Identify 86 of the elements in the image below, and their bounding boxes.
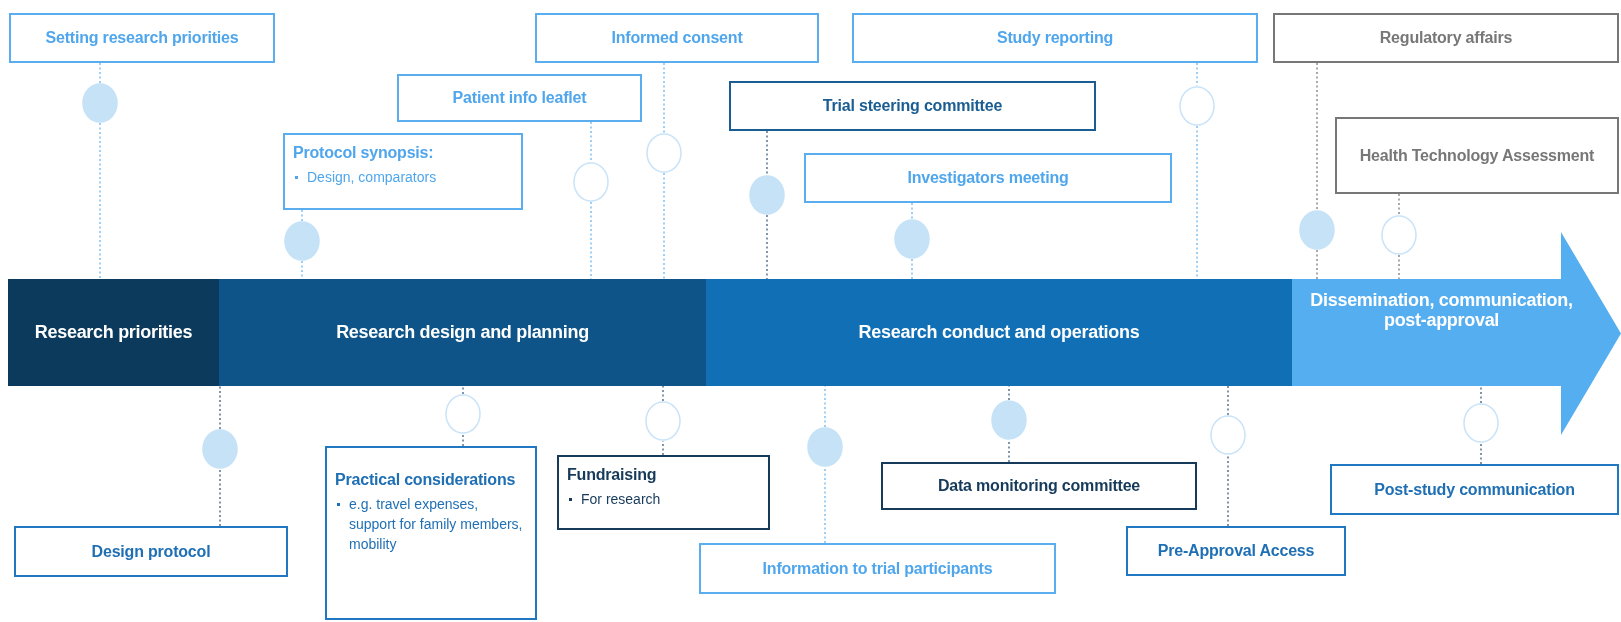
leader-line bbox=[766, 214, 768, 280]
phase-band bbox=[8, 279, 219, 386]
callout-label: Regulatory affairs bbox=[1379, 28, 1513, 49]
milestone-circle bbox=[573, 162, 609, 202]
leader-line bbox=[1398, 193, 1400, 216]
callout-box bbox=[1126, 526, 1346, 576]
leader-line bbox=[766, 130, 768, 176]
milestone-circle bbox=[1179, 86, 1215, 126]
bullet-item: Design, comparators bbox=[293, 166, 437, 188]
callout-label: Setting research priorities bbox=[45, 28, 239, 49]
callout-box bbox=[14, 526, 288, 577]
leader-line bbox=[219, 468, 221, 527]
milestone-circle bbox=[284, 221, 320, 261]
callout-box bbox=[804, 153, 1172, 203]
milestone-circle bbox=[1463, 403, 1499, 443]
bullet-item: For research bbox=[567, 488, 661, 510]
phase-band bbox=[219, 279, 706, 386]
leader-line bbox=[99, 62, 101, 84]
leader-line bbox=[1480, 442, 1482, 465]
callout-box bbox=[1273, 13, 1619, 63]
callout-box bbox=[557, 455, 770, 530]
callout-label: Design protocol bbox=[91, 541, 211, 562]
callout-box bbox=[881, 462, 1197, 510]
milestone-circle bbox=[1299, 210, 1335, 250]
phase-label: Research design and planning bbox=[336, 321, 589, 344]
milestone-circle bbox=[1381, 215, 1417, 255]
leader-line bbox=[662, 440, 664, 456]
leader-line bbox=[662, 385, 664, 402]
callout-box bbox=[1335, 117, 1619, 194]
milestone-circle bbox=[991, 400, 1027, 440]
phase-band bbox=[706, 279, 1292, 386]
callout-label: Data monitoring committee bbox=[937, 476, 1141, 497]
callout-label: Post-study communication bbox=[1374, 479, 1575, 500]
milestone-circle bbox=[82, 83, 118, 123]
leader-line bbox=[663, 62, 665, 134]
callout-box bbox=[699, 543, 1056, 594]
leader-line bbox=[1196, 125, 1198, 280]
callout-box bbox=[325, 446, 537, 620]
phase-label: Dissemination, communication, post-approval bbox=[1309, 291, 1574, 331]
leader-line bbox=[1480, 385, 1482, 404]
callout-label: Patient info leaflet bbox=[452, 88, 587, 109]
bullet-item: e.g. travel expenses, support for family members, mobility bbox=[335, 493, 527, 555]
leader-line bbox=[911, 202, 913, 220]
milestone-circle bbox=[445, 394, 481, 434]
callout-box bbox=[535, 13, 819, 63]
milestone-circle bbox=[646, 133, 682, 173]
callout-label: Informed consent bbox=[611, 28, 743, 49]
callout-label: Pre-Approval Access bbox=[1157, 541, 1315, 562]
callout-box bbox=[852, 13, 1258, 63]
milestone-circle bbox=[1210, 415, 1246, 455]
callout-heading: Practical considerations bbox=[335, 470, 516, 490]
leader-line bbox=[663, 172, 665, 280]
callout-box bbox=[9, 13, 275, 63]
callout-box bbox=[1330, 464, 1619, 515]
callout-label: Investigators meeting bbox=[907, 168, 1069, 189]
leader-line bbox=[1227, 385, 1229, 416]
milestone-circle bbox=[645, 401, 681, 441]
milestone-circle bbox=[807, 427, 843, 467]
leader-line bbox=[1316, 249, 1318, 280]
leader-line bbox=[1316, 62, 1318, 211]
milestone-circle bbox=[894, 219, 930, 259]
callout-label: Health Technology Assessment bbox=[1359, 145, 1595, 166]
milestone-circle bbox=[749, 175, 785, 215]
leader-line bbox=[1227, 454, 1229, 527]
leader-line bbox=[824, 466, 826, 544]
leader-line bbox=[590, 121, 592, 163]
callout-label: Study reporting bbox=[996, 28, 1114, 49]
callout-label: Trial steering committee bbox=[822, 96, 1003, 117]
callout-box bbox=[397, 74, 642, 122]
callout-heading: Protocol synopsis: bbox=[293, 143, 434, 163]
callout-heading: Fundraising bbox=[567, 465, 657, 485]
phase-label: Research conduct and operations bbox=[858, 321, 1140, 344]
leader-line bbox=[301, 209, 303, 222]
leader-line bbox=[462, 385, 464, 395]
leader-line bbox=[1008, 439, 1010, 463]
leader-line bbox=[301, 260, 303, 280]
leader-line bbox=[99, 122, 101, 280]
milestone-circle bbox=[202, 429, 238, 469]
phase-label: Research priorities bbox=[34, 321, 193, 344]
callout-box bbox=[283, 133, 523, 210]
leader-line bbox=[1398, 254, 1400, 280]
callout-box bbox=[729, 81, 1096, 131]
leader-line bbox=[462, 433, 464, 447]
callout-label: Information to trial participants bbox=[762, 558, 993, 579]
leader-line bbox=[911, 258, 913, 280]
leader-line bbox=[219, 385, 221, 430]
